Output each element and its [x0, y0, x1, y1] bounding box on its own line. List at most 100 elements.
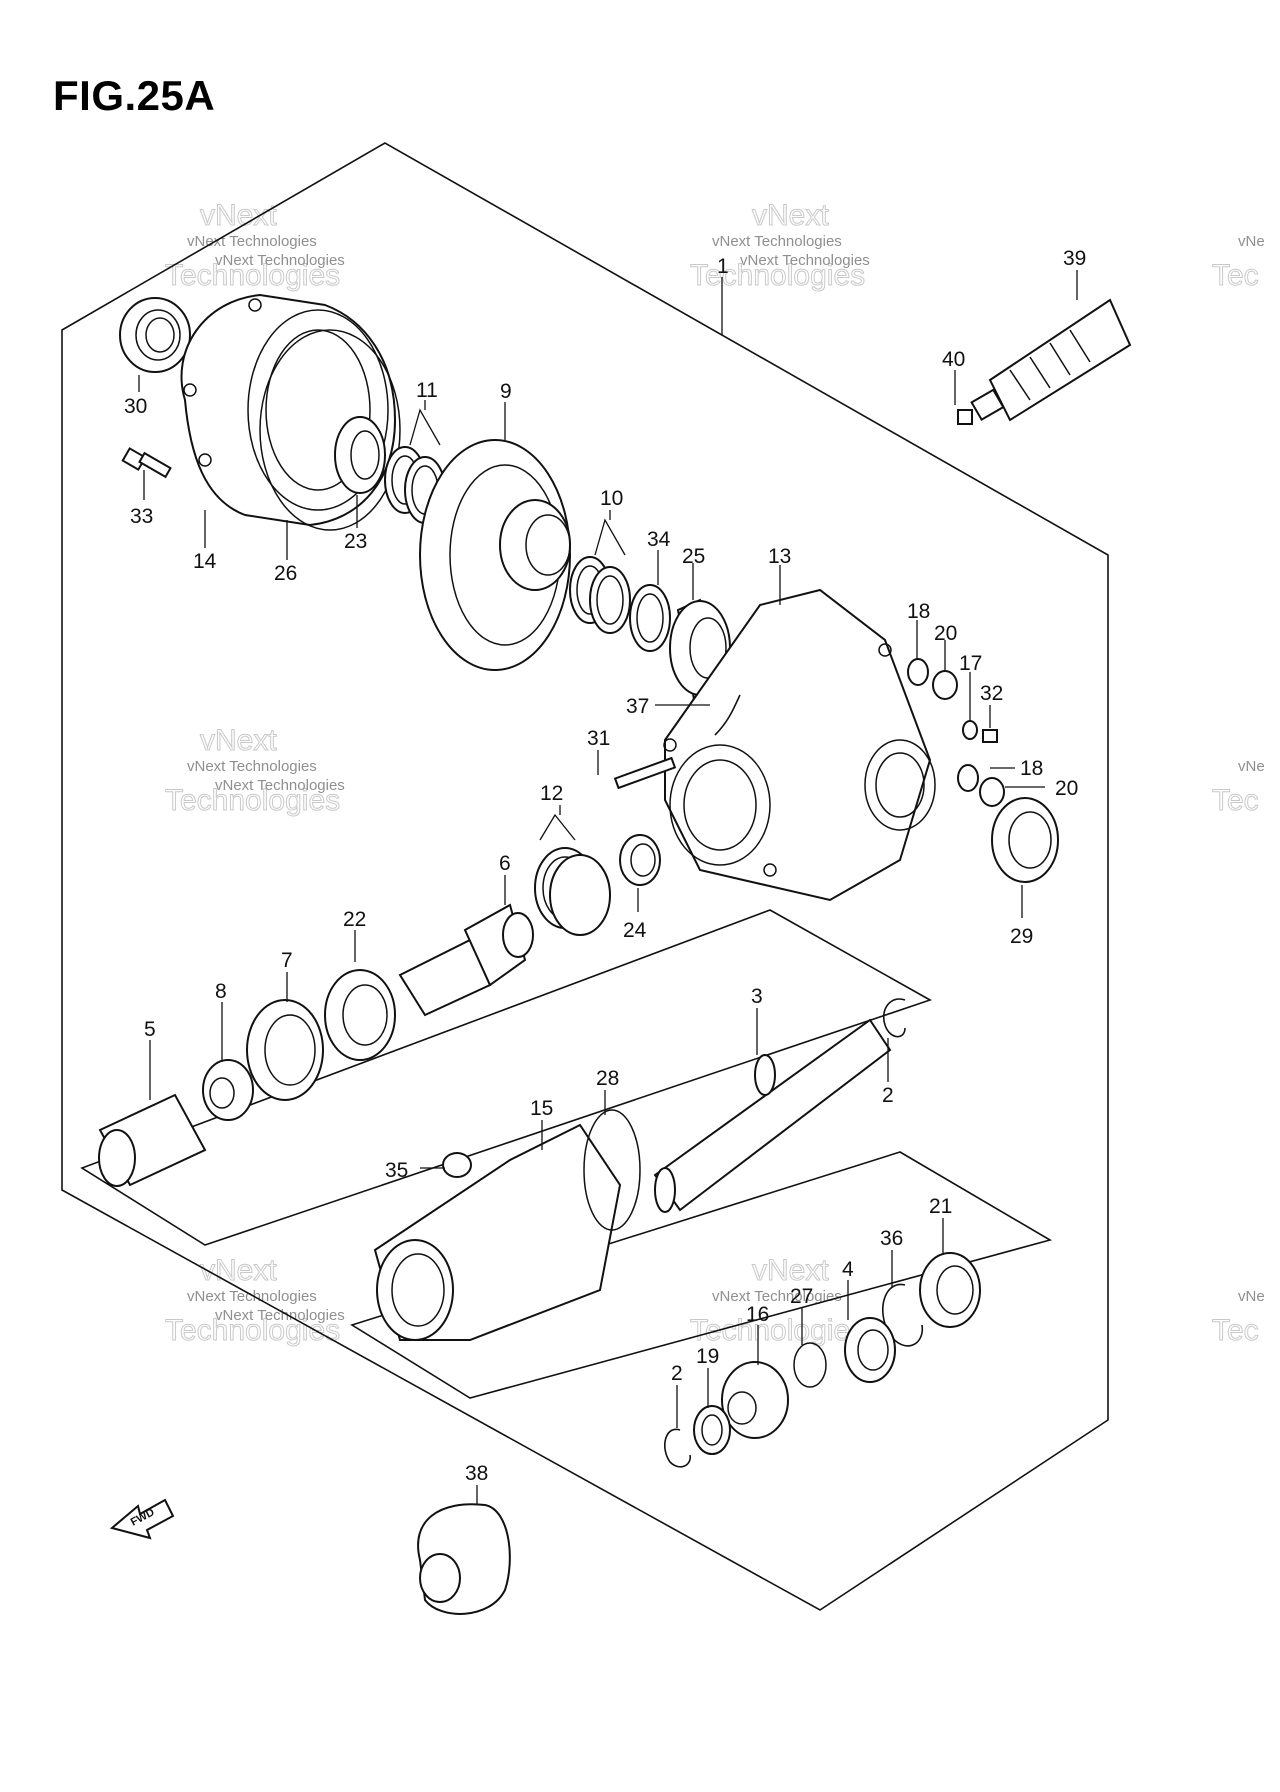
part-3-propeller-shaft	[653, 1018, 892, 1213]
svg-text:vNext: vNext	[200, 1254, 277, 1287]
part-6-drive-pinion	[398, 903, 534, 1017]
callout-7: 7	[281, 949, 293, 972]
part-32-bolt	[982, 729, 998, 743]
callout-33: 33	[130, 505, 153, 528]
part-30-oil-seal	[119, 297, 191, 373]
leader-lines	[138, 270, 1078, 1505]
part-5-collar	[98, 1093, 207, 1187]
svg-text:vNext Technologies: vNext Technologies	[187, 1288, 317, 1305]
part-26-o-ring	[259, 329, 401, 531]
svg-text:vNe: vNe	[1238, 758, 1265, 775]
svg-text:Tec: Tec	[1212, 1314, 1259, 1347]
part-39-boot	[970, 298, 1132, 422]
callout-25: 25	[682, 545, 705, 568]
callout-24: 24	[623, 919, 647, 942]
callout-37: 37	[626, 695, 649, 718]
part-18-gasket-lower	[957, 764, 979, 792]
svg-text:vNext Technologies: vNext Technologies	[187, 233, 317, 250]
svg-text:vNext Technologies: vNext Technologies	[215, 1307, 345, 1324]
callout-39: 39	[1063, 247, 1086, 270]
callout-28: 28	[596, 1067, 619, 1090]
callout-18-upper: 18	[907, 600, 930, 623]
part-13-final-gear-case	[663, 588, 936, 902]
part-9-ring-gear	[419, 439, 571, 671]
part-7-bearing	[246, 999, 324, 1101]
part-20-plug-lower	[979, 777, 1005, 807]
part-15-joint-housing	[373, 1123, 622, 1341]
part-16-coupling	[721, 1361, 789, 1439]
part-23-bearing	[334, 416, 386, 494]
watermark-bottom-center: vNext Technologies vNext Technologies	[690, 1254, 866, 1348]
callout-17: 17	[959, 652, 982, 675]
svg-text:vNext Technologies: vNext Technologies	[740, 252, 870, 269]
part-19-washer	[693, 1405, 731, 1455]
figure-title: FIG.25A	[53, 72, 216, 119]
watermark-right-edge: vNe Tec vNe Tec vNe Tec	[1212, 233, 1265, 1348]
part-35-nut	[442, 1152, 472, 1178]
callout-27: 27	[790, 1285, 813, 1308]
svg-text:Technologies: Technologies	[165, 259, 340, 292]
callout-3: 3	[751, 985, 763, 1008]
part-34-washer	[629, 584, 671, 652]
callout-21: 21	[929, 1195, 952, 1218]
svg-text:Technologies: Technologies	[165, 784, 340, 817]
part-27-o-ring	[793, 1342, 827, 1388]
callout-2-lower: 2	[671, 1362, 683, 1385]
part-33-bolt	[121, 447, 172, 479]
callout-20-upper: 20	[934, 622, 957, 645]
callout-29: 29	[1010, 925, 1033, 948]
callout-35: 35	[385, 1159, 408, 1182]
svg-text:Tec: Tec	[1212, 784, 1259, 817]
callout-6: 6	[499, 852, 511, 875]
part-22-bearing	[324, 969, 396, 1061]
svg-text:vNext: vNext	[200, 724, 277, 757]
svg-text:vNext Technologies: vNext Technologies	[215, 252, 345, 269]
fwd-arrow-icon: FWD	[109, 1498, 175, 1540]
svg-text:vNext: vNext	[752, 1254, 829, 1287]
part-2-circlip-lower	[664, 1428, 691, 1468]
assembly-outline-1	[61, 142, 1109, 1611]
part-28-o-ring	[583, 1109, 641, 1231]
callout-16: 16	[746, 1303, 769, 1326]
callout-40: 40	[942, 348, 965, 371]
watermark-bottom-left: vNext Technologies vNext Technologies vN…	[165, 1254, 345, 1348]
part-38-boot	[417, 1503, 511, 1615]
watermark-top-center: vNext Technologies vNext Technologies vN…	[690, 199, 870, 293]
part-40-clamp	[957, 409, 973, 425]
svg-text:vNext Technologies: vNext Technologies	[215, 777, 345, 794]
callout-20-lower: 20	[1055, 777, 1078, 800]
callout-23: 23	[344, 530, 367, 553]
callout-34: 34	[647, 528, 671, 551]
svg-text:Technologies: Technologies	[165, 1314, 340, 1347]
callout-38: 38	[465, 1462, 488, 1485]
part-29-oil-seal	[991, 797, 1059, 883]
svg-text:vNext: vNext	[752, 199, 829, 232]
callout-11: 11	[416, 379, 438, 402]
watermark-top-left: vNext Technologies vNext Technologies vN…	[165, 199, 345, 293]
svg-text:Technologies: Technologies	[690, 259, 865, 292]
svg-text:Tec: Tec	[1212, 259, 1259, 292]
callout-19: 19	[696, 1345, 719, 1368]
part-12-shims	[534, 847, 611, 936]
callout-1: 1	[717, 255, 729, 278]
svg-text:vNext Technologies: vNext Technologies	[712, 233, 842, 250]
part-31-stud	[613, 756, 677, 790]
part-17-gasket	[962, 720, 978, 740]
callout-9: 9	[500, 380, 512, 403]
part-18-gasket-upper	[907, 658, 929, 686]
svg-text:vNext Technologies: vNext Technologies	[712, 1288, 842, 1305]
callout-26: 26	[274, 562, 297, 585]
part-21-bearing	[919, 1252, 981, 1328]
callout-18-lower: 18	[1020, 757, 1043, 780]
watermark-mid-left: vNext Technologies vNext Technologies vN…	[165, 724, 345, 818]
callout-22: 22	[343, 908, 366, 931]
callout-13: 13	[768, 545, 791, 568]
callout-30: 30	[124, 395, 147, 418]
callout-10: 10	[600, 487, 623, 510]
svg-text:vNe: vNe	[1238, 1288, 1265, 1305]
part-10-shims	[569, 556, 631, 634]
callout-36: 36	[880, 1227, 903, 1250]
callout-5: 5	[144, 1018, 156, 1041]
svg-text:vNext Technologies: vNext Technologies	[187, 758, 317, 775]
